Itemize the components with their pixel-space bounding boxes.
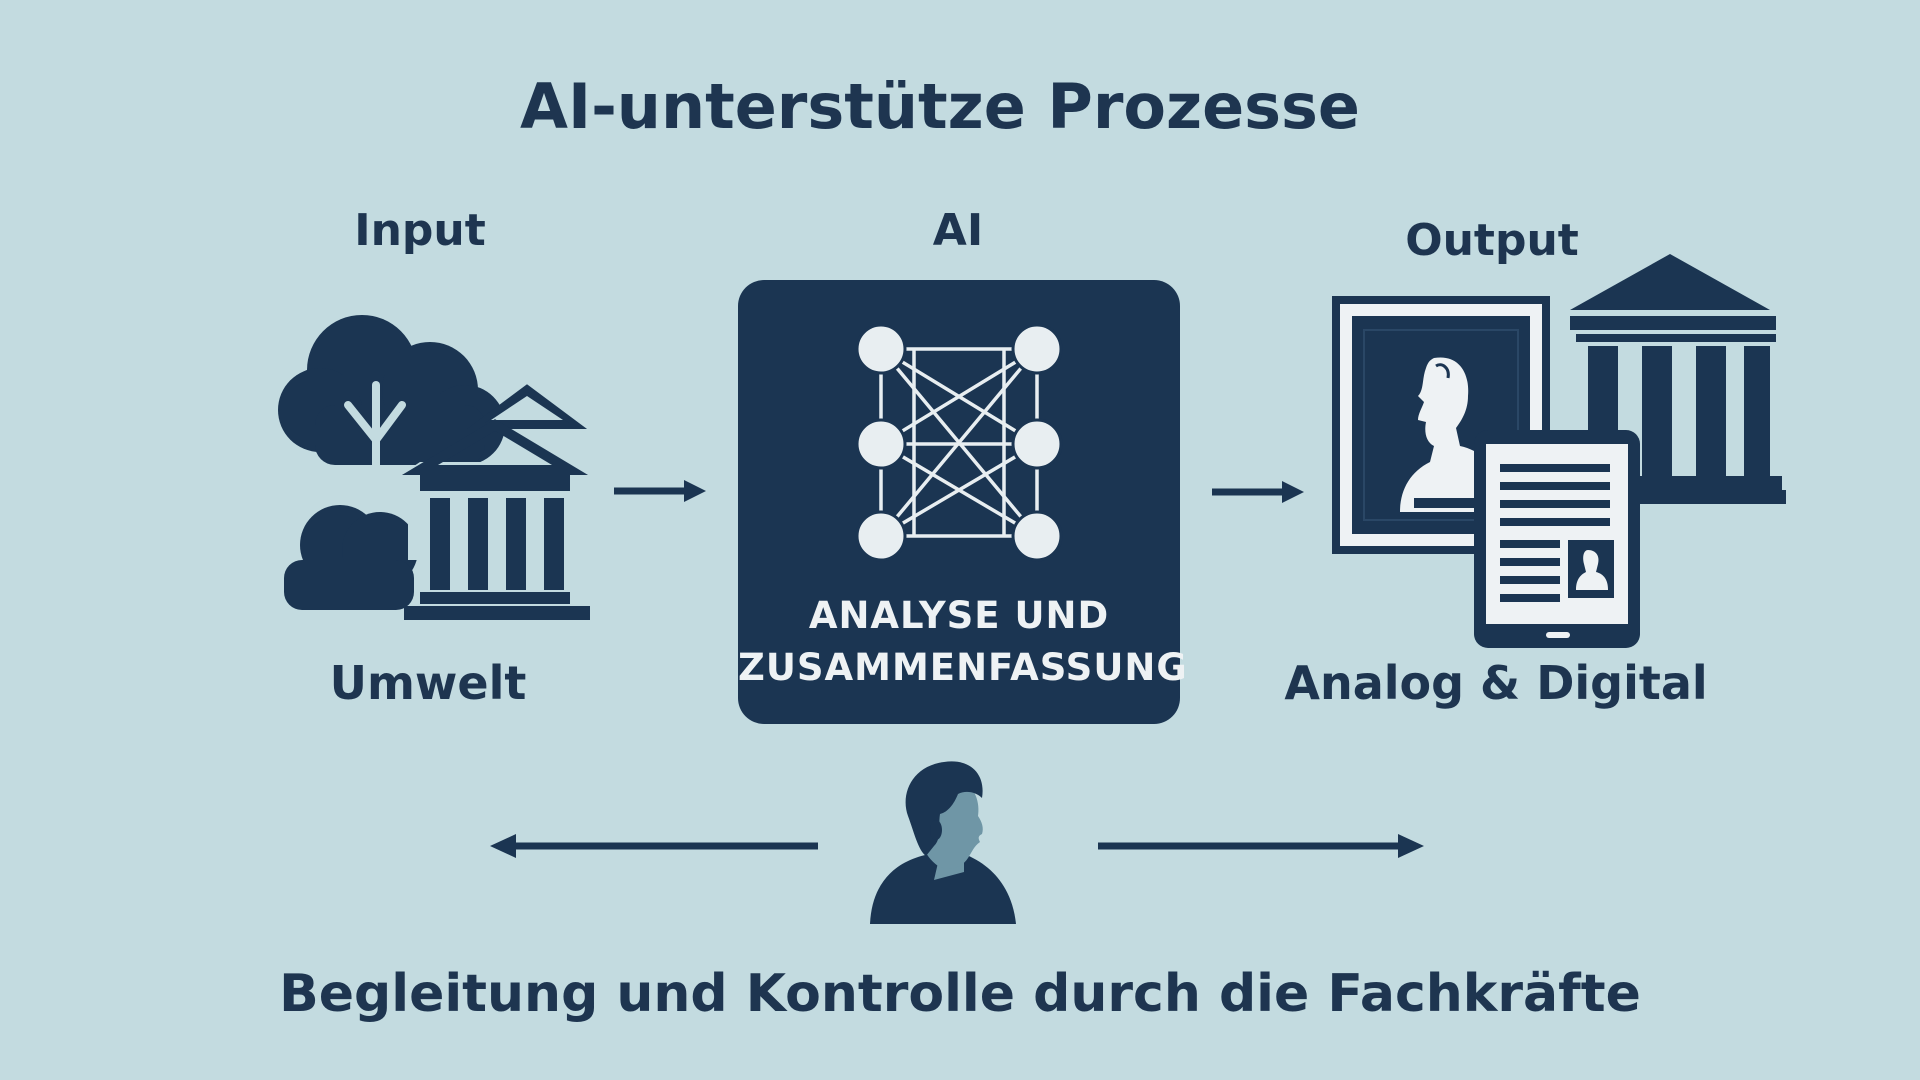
arrow-icon [1098,834,1424,858]
ai-analysis-box: ANALYSE UND ZUSAMMENFASSUNG [738,280,1188,724]
arrow-icon [1212,481,1304,503]
input-heading-text: Input [354,205,486,256]
ai-box-line-1: ANALYSE UND [808,594,1110,637]
output-illustration [1332,254,1786,648]
arrow-icon [490,834,818,858]
person-icon [870,761,1016,924]
output-caption-text: Analog & Digital [1284,656,1708,710]
neural-network-icon [855,323,1063,562]
ai-box-line-2: ZUSAMMENFASSUNG [738,646,1188,689]
environment-illustration [278,315,590,620]
footer-caption: Begleitung und Kontrolle durch die Fachk… [279,964,1641,1024]
output-heading-text: Output [1405,215,1579,266]
ai-heading-text: AI [932,205,984,256]
page-title: AI-unterstütze Prozesse [520,70,1360,143]
ai-box-text: ANALYSE UND ZUSAMMENFASSUNG [738,590,1188,694]
tablet-document-icon [1474,430,1640,648]
tree-icon [278,315,505,610]
tree-branches [344,381,406,504]
framed-bust-icon [1332,296,1550,554]
museum-building-icon [401,384,590,620]
input-caption-text: Umwelt [329,656,527,710]
arrow-icon [614,480,706,502]
